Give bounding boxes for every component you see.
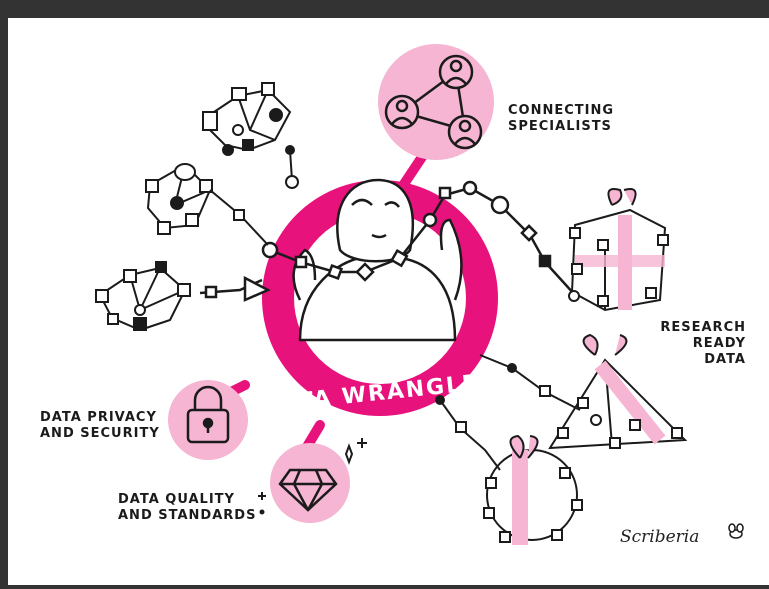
messy-network-bottom — [95, 261, 191, 332]
data-quality-label: DATA QUALITY AND STANDARDS — [118, 492, 257, 523]
gift-ring-icon — [483, 434, 583, 545]
connecting-specialists-label: CONNECTING SPECIALISTS — [508, 103, 615, 134]
sparkle-icon — [258, 438, 367, 515]
gem-icon — [278, 468, 338, 512]
lower-chain — [435, 354, 581, 471]
messy-network-top — [202, 82, 299, 189]
messy-network-middle — [145, 163, 269, 246]
gift-box-icon — [568, 188, 669, 312]
research-ready-data-label: RESEARCH READY DATA — [660, 320, 746, 367]
bee-icon — [728, 523, 744, 539]
people-network-icon — [384, 54, 483, 150]
scriberia-signature: Scriberia — [620, 527, 700, 547]
data-chain — [199, 180, 576, 302]
gift-cone-icon — [548, 333, 688, 450]
padlock-icon — [186, 385, 230, 444]
data-privacy-label: DATA PRIVACY AND SECURITY — [40, 410, 160, 441]
